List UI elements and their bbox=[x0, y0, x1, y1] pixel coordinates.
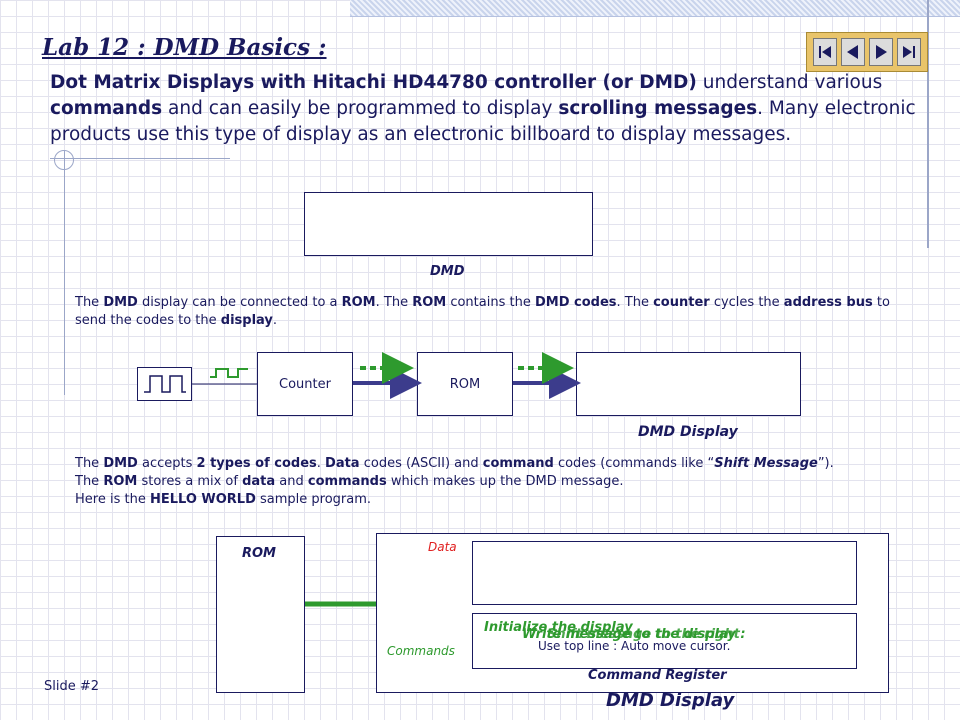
bold-text: ROM bbox=[412, 295, 447, 310]
right-vertical-line bbox=[927, 0, 929, 248]
text: . The bbox=[616, 295, 654, 310]
nav-next-button[interactable] bbox=[869, 38, 893, 66]
bold-text: Data bbox=[325, 456, 360, 471]
intro-bold-commands: commands bbox=[50, 98, 163, 119]
counter-box: Counter bbox=[257, 352, 353, 416]
dmd-display-box bbox=[576, 352, 801, 416]
text: . bbox=[316, 456, 326, 471]
bold-text: ROM bbox=[341, 295, 376, 310]
command-register-label: Command Register bbox=[588, 668, 727, 683]
text: contains the bbox=[446, 295, 535, 310]
text: . bbox=[272, 313, 278, 328]
intro-paragraph: Dot Matrix Displays with Hitachi HD44780… bbox=[50, 70, 920, 148]
rom-storage-label: ROM bbox=[242, 546, 276, 561]
skip-first-icon bbox=[819, 46, 831, 58]
text: cycles the bbox=[709, 295, 784, 310]
dmd-blank-display bbox=[304, 192, 593, 256]
bold-text: DMD bbox=[103, 295, 138, 310]
bold-text: address bus bbox=[783, 295, 873, 310]
skip-last-icon bbox=[903, 46, 915, 58]
paragraph-code-types: The DMD accepts 2 types of codes. Data c… bbox=[75, 455, 925, 509]
dmd-label: DMD bbox=[430, 264, 465, 279]
bold-text: HELLO WORLD bbox=[149, 492, 256, 507]
intro-text: understand various bbox=[696, 72, 883, 93]
text: Here is the bbox=[75, 492, 150, 507]
text: to send the codes to the bbox=[75, 295, 890, 328]
text: The bbox=[75, 456, 104, 471]
bold-text: DMD codes bbox=[534, 295, 617, 310]
intro-text: . Many electronic products use this type… bbox=[50, 98, 916, 145]
text: The bbox=[75, 474, 104, 489]
dmd-display-label: DMD Display bbox=[638, 424, 738, 440]
bold-text: ROM bbox=[103, 474, 138, 489]
text: and bbox=[275, 474, 308, 489]
command-line-text: Use top line : Auto move cursor. bbox=[538, 639, 731, 653]
command-overlay-text-3: Shift message to the right bbox=[547, 627, 740, 642]
text: stores a mix of bbox=[137, 474, 243, 489]
slide-navigation bbox=[806, 32, 928, 72]
rom-storage-box bbox=[216, 536, 305, 693]
bold-text: counter bbox=[653, 295, 710, 310]
command-overlay-text-2: Write message to the display : bbox=[522, 627, 746, 642]
command-register-box bbox=[472, 613, 857, 669]
text: accepts bbox=[137, 456, 197, 471]
bold-text: data bbox=[242, 474, 276, 489]
commands-label: Commands bbox=[387, 644, 455, 658]
data-register-box bbox=[472, 541, 857, 605]
prev-icon bbox=[847, 45, 858, 59]
data-label: Data bbox=[428, 540, 457, 554]
intro-bold-scrolling: scrolling messages bbox=[558, 98, 758, 119]
left-vertical-line bbox=[64, 150, 65, 395]
text: codes (commands like “ bbox=[553, 456, 715, 471]
text: which makes up the DMD message. bbox=[386, 474, 624, 489]
slide-number: Slide #2 bbox=[44, 679, 100, 694]
paragraph-rom-connection: The DMD display can be connected to a RO… bbox=[75, 294, 925, 330]
top-stripe-decoration bbox=[350, 0, 960, 17]
square-wave-icon bbox=[144, 375, 186, 393]
text: sample program. bbox=[255, 492, 372, 507]
text: codes (ASCII) and bbox=[359, 456, 483, 471]
text: . The bbox=[375, 295, 413, 310]
slide-title: Lab 12 : DMD Basics : bbox=[42, 34, 327, 61]
dmd-display-main-label: DMD Display bbox=[606, 690, 735, 711]
rom-box: ROM bbox=[417, 352, 513, 416]
command-overlay-text-1: Initialize the display bbox=[484, 620, 633, 635]
bold-text: display bbox=[220, 313, 273, 328]
nav-last-button[interactable] bbox=[897, 38, 921, 66]
text: ”). bbox=[817, 456, 834, 471]
text: The bbox=[75, 295, 104, 310]
circle-decoration bbox=[54, 150, 74, 170]
nav-first-button[interactable] bbox=[813, 38, 837, 66]
clock-source-box bbox=[137, 367, 192, 401]
bold-italic-text: Shift Message bbox=[714, 456, 818, 471]
bold-text: command bbox=[482, 456, 554, 471]
clock-pulse-icon bbox=[210, 368, 248, 378]
intro-text: and can easily be programmed to display bbox=[162, 98, 559, 119]
intro-bold-dmd: Dot Matrix Displays with Hitachi HD44780… bbox=[50, 72, 697, 93]
bold-text: commands bbox=[307, 474, 387, 489]
nav-prev-button[interactable] bbox=[841, 38, 865, 66]
next-icon bbox=[876, 45, 887, 59]
bold-text: 2 types of codes bbox=[196, 456, 317, 471]
left-horizontal-line bbox=[50, 158, 230, 159]
bold-text: DMD bbox=[103, 456, 138, 471]
text: display can be connected to a bbox=[137, 295, 342, 310]
